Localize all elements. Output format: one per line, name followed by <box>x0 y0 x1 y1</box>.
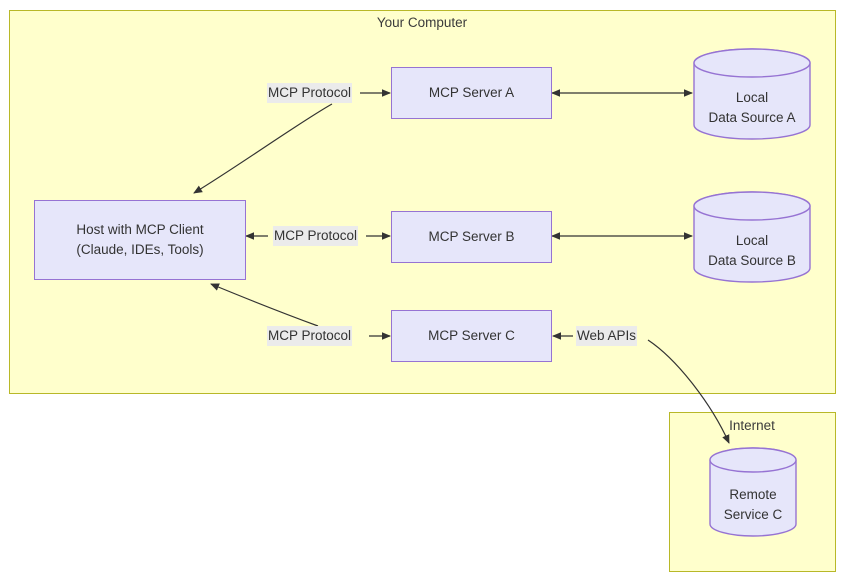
cylinder-shape <box>693 48 811 140</box>
node-host-with-mcp-client[interactable]: Host with MCP Client (Claude, IDEs, Tool… <box>34 200 246 280</box>
arrow-curve-mcp-protocol-c-to-host <box>210 283 319 327</box>
edge-label-mcp-protocol-a: MCP Protocol <box>267 83 353 103</box>
mcp-server-a-label: MCP Server A <box>428 85 515 101</box>
container-your-computer-title: Your Computer <box>376 15 468 30</box>
node-mcp-server-b[interactable]: MCP Server B <box>391 211 552 263</box>
node-mcp-server-c[interactable]: MCP Server C <box>391 310 552 362</box>
edge-label-mcp-protocol-b: MCP Protocol <box>273 226 359 246</box>
arrow-curve-web-apis-to-remote-service-c <box>647 339 730 444</box>
edge-label-mcp-protocol-c: MCP Protocol <box>267 326 353 346</box>
node-remote-service-c[interactable]: Remote Service C <box>709 447 797 537</box>
arrow-curve-mcp-protocol-a-to-host <box>193 103 333 194</box>
node-mcp-server-a[interactable]: MCP Server A <box>391 67 552 119</box>
cylinder-shape <box>709 447 797 537</box>
mcp-server-b-label: MCP Server B <box>428 229 515 245</box>
node-local-data-source-a[interactable]: Local Data Source A <box>693 48 811 140</box>
container-internet-title: Internet <box>729 418 775 433</box>
mcp-server-c-label: MCP Server C <box>428 328 515 344</box>
container-internet <box>669 412 836 572</box>
host-label-line2: (Claude, IDEs, Tools) <box>76 242 204 257</box>
host-label-line1: Host with MCP Client <box>76 222 204 238</box>
edge-label-web-apis: Web APIs <box>576 326 638 346</box>
node-local-data-source-b[interactable]: Local Data Source B <box>693 191 811 283</box>
cylinder-shape <box>693 191 811 283</box>
